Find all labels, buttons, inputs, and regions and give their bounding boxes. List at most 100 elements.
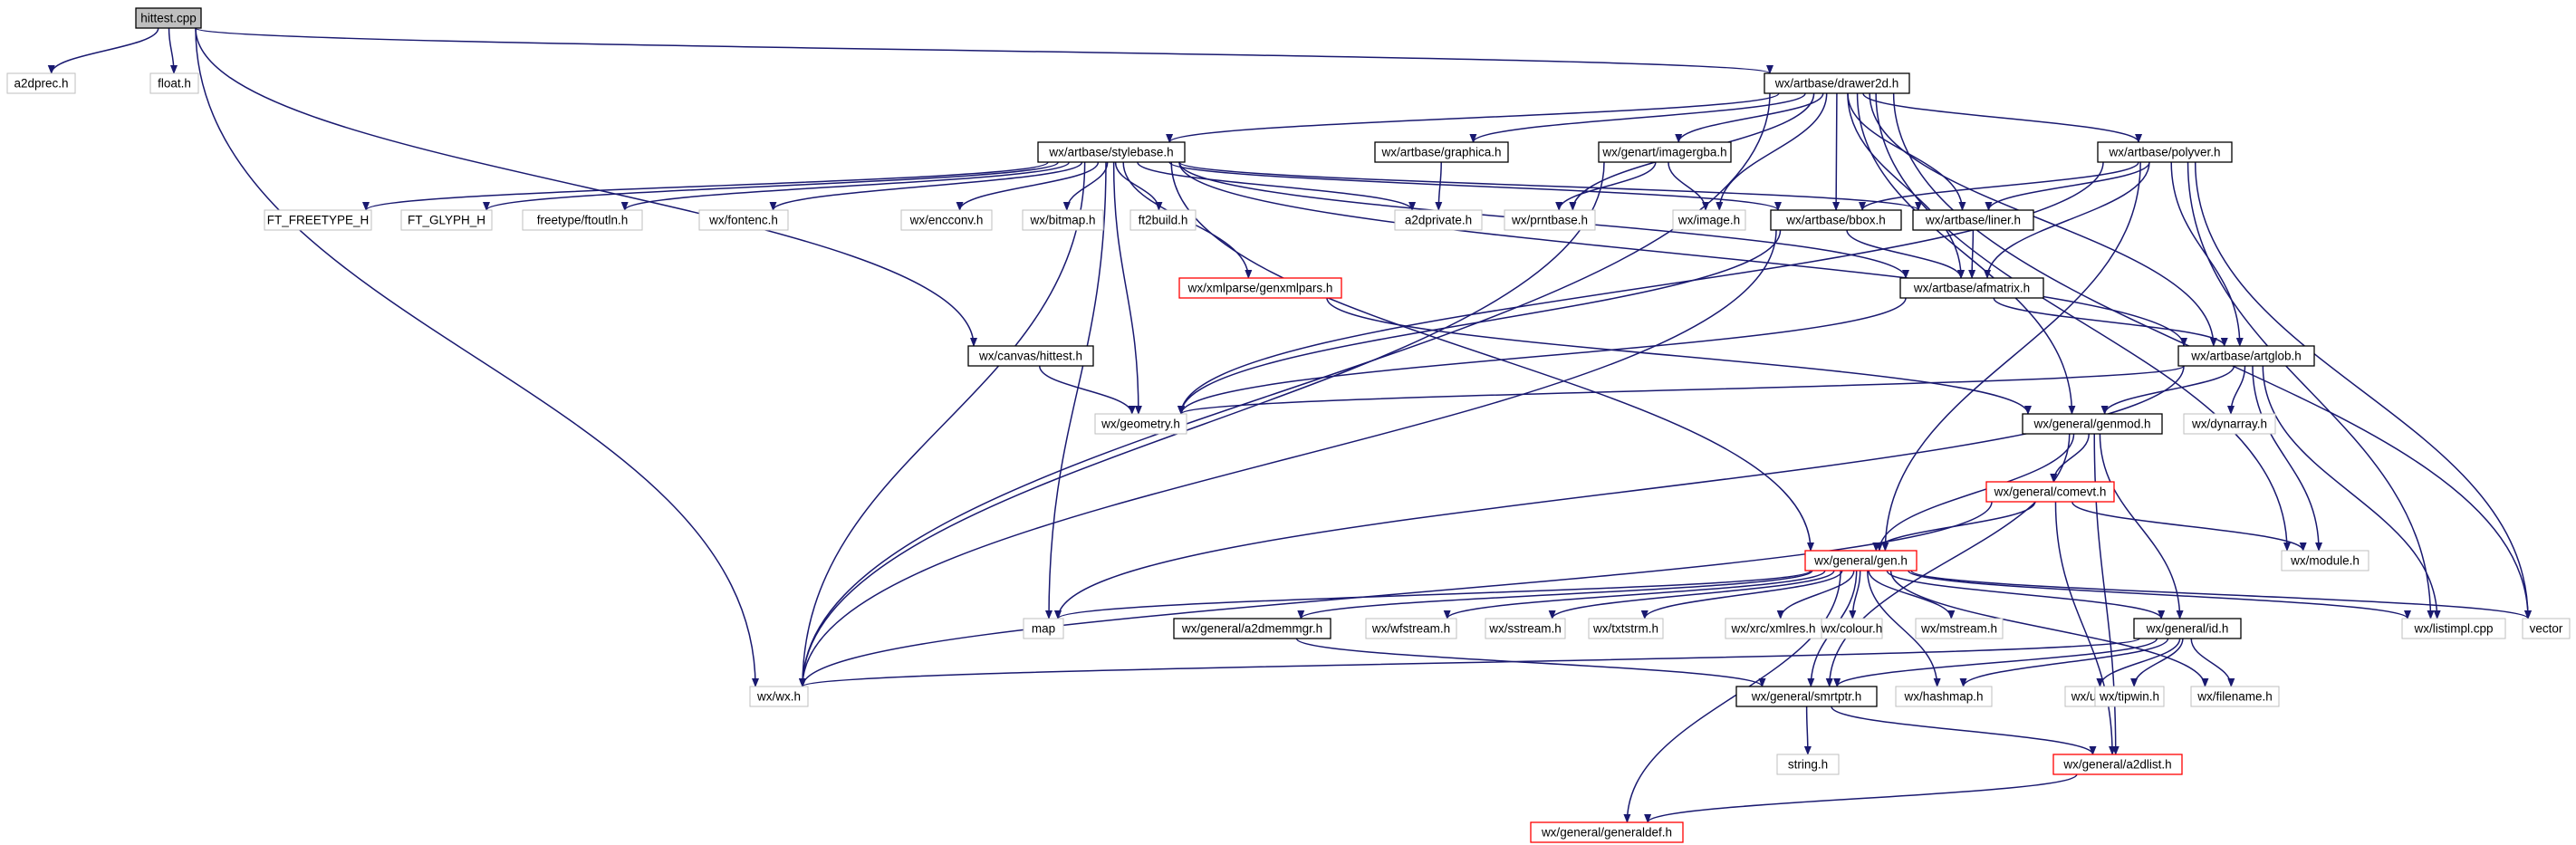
node-bbox-h[interactable]: wx/artbase/bbox.h bbox=[1770, 209, 1902, 231]
node-a2dmemmgr-h[interactable]: wx/general/a2dmemmgr.h bbox=[1173, 618, 1331, 639]
edge-hittest-cpp-to-wx-h bbox=[195, 27, 759, 687]
node-a2dlist-h[interactable]: wx/general/a2dlist.h bbox=[2052, 754, 2183, 775]
node-a2dprec-h[interactable]: a2dprec.h bbox=[6, 72, 76, 94]
node-module-h[interactable]: wx/module.h bbox=[2281, 550, 2369, 571]
edge-gen-h-to-wfstream-h bbox=[1443, 570, 1826, 619]
node-wx-h[interactable]: wx/wx.h bbox=[749, 686, 809, 707]
edge-drawer2d-h-to-bbox-h bbox=[1832, 92, 1841, 211]
node-box bbox=[1037, 141, 1186, 163]
node-label: wx/encconv.h bbox=[909, 214, 984, 227]
node-box bbox=[2133, 618, 2242, 639]
node-filename-h[interactable]: wx/filename.h bbox=[2190, 686, 2280, 707]
node-gen-h[interactable]: wx/general/gen.h bbox=[1804, 550, 1918, 571]
edge-bbox-h-to-afmatrix-h bbox=[1846, 229, 1965, 279]
edge-artglob-h-to-genmod-h bbox=[2100, 365, 2235, 415]
node-label: vector bbox=[2530, 622, 2563, 636]
node-string-h[interactable]: string.h bbox=[1776, 754, 1840, 775]
edge-stylebase-h-to-a2dprivate-h bbox=[1137, 161, 1417, 211]
node-listimpl-cpp[interactable]: wx/listimpl.cpp bbox=[2401, 618, 2506, 639]
node-wfstream-h[interactable]: wx/wfstream.h bbox=[1365, 618, 1457, 639]
node-stylebase-h[interactable]: wx/artbase/stylebase.h bbox=[1037, 141, 1186, 163]
node-dynarray-h[interactable]: wx/dynarray.h bbox=[2183, 413, 2276, 435]
node-bitmap-h[interactable]: wx/bitmap.h bbox=[1022, 209, 1104, 231]
node-genmod-h[interactable]: wx/general/genmod.h bbox=[2022, 413, 2163, 435]
edge-id-h-to-hashmap-h bbox=[1959, 638, 2169, 687]
edge-drawer2d-h-to-module-h bbox=[1875, 92, 2291, 552]
edge-hittest-cpp-to-float-h bbox=[168, 27, 178, 74]
node-xmlres-h[interactable]: wx/xrc/xmlres.h bbox=[1725, 618, 1822, 639]
node-mstream-h[interactable]: wx/mstream.h bbox=[1915, 618, 2004, 639]
node-tipwin-h[interactable]: wx/tipwin.h bbox=[2094, 686, 2165, 707]
edge-afmatrix-h-to-geometry-h bbox=[1177, 297, 1907, 415]
node-box bbox=[2052, 754, 2183, 775]
node-ft-glyph-h[interactable]: FT_GLYPH_H bbox=[400, 209, 493, 231]
node-box bbox=[900, 209, 993, 231]
node-id-h[interactable]: wx/general/id.h bbox=[2133, 618, 2242, 639]
node-fontenc-h[interactable]: wx/fontenc.h bbox=[698, 209, 789, 231]
node-drawer2d-h[interactable]: wx/artbase/drawer2d.h bbox=[1764, 72, 1910, 94]
node-label: wx/bitmap.h bbox=[1029, 214, 1095, 227]
node-box bbox=[1764, 72, 1910, 94]
edge-id-h-to-uri-h bbox=[2096, 638, 2181, 687]
node-hittest-cpp[interactable]: hittest.cpp bbox=[135, 7, 202, 29]
node-encconv-h[interactable]: wx/encconv.h bbox=[900, 209, 993, 231]
edge-genmod-h-to-comevt-h bbox=[2050, 433, 2091, 483]
edge-polyver-h-to-bbox-h bbox=[1859, 161, 2139, 211]
node-label: wx/module.h bbox=[2290, 554, 2360, 568]
node-label: freetype/ftoutln.h bbox=[537, 214, 629, 227]
node-label: wx/general/gen.h bbox=[1813, 554, 1908, 568]
edge-stylebase-h-to-ft2build-h bbox=[1114, 161, 1163, 211]
nodes: hittest.cpp a2dprec.h float.h wx/artbase/dr… bbox=[6, 7, 2571, 843]
node-genxmlpars-h[interactable]: wx/xmlparse/genxmlpars.h bbox=[1178, 277, 1342, 299]
node-polyver-h[interactable]: wx/artbase/polyver.h bbox=[2097, 141, 2233, 163]
edge-stylebase-h-to-bbox-h bbox=[1168, 161, 1782, 211]
node-label: wx/artbase/bbox.h bbox=[1785, 214, 1886, 227]
edge-graphica-h-to-a2dprivate-h bbox=[1435, 161, 1443, 211]
node-hashmap-h[interactable]: wx/hashmap.h bbox=[1895, 686, 1993, 707]
node-box bbox=[1365, 618, 1457, 639]
edge-drawer2d-h-to-polyver-h bbox=[1862, 92, 2142, 143]
node-label: wx/artbase/graphica.h bbox=[1380, 146, 1501, 159]
node-box bbox=[1394, 209, 1483, 231]
node-smrtptr-h[interactable]: wx/general/smrtptr.h bbox=[1735, 686, 1878, 707]
node-box bbox=[1899, 277, 2044, 299]
edge-stylebase-h-to-encconv-h bbox=[956, 161, 1100, 211]
node-map[interactable]: map bbox=[1023, 618, 1064, 639]
node-canvas-hittest-h[interactable]: wx/canvas/hittest.h bbox=[967, 345, 1094, 367]
node-ft-freetype-h[interactable]: FT_FREETYPE_H bbox=[264, 209, 372, 231]
edge-gen-h-to-colour-h bbox=[1849, 570, 1861, 619]
edge-genmod-h-to-id-h bbox=[2099, 433, 2184, 619]
node-afmatrix-h[interactable]: wx/artbase/afmatrix.h bbox=[1899, 277, 2044, 299]
node-ft2build-h[interactable]: ft2build.h bbox=[1129, 209, 1197, 231]
node-box bbox=[1735, 686, 1878, 707]
node-label: wx/xmlparse/genxmlpars.h bbox=[1187, 282, 1333, 295]
node-image-h[interactable]: wx/image.h bbox=[1672, 209, 1746, 231]
node-float-h[interactable]: float.h bbox=[149, 72, 199, 94]
node-label: wx/artbase/afmatrix.h bbox=[1913, 282, 2030, 295]
node-prntbase-h[interactable]: wx/prntbase.h bbox=[1504, 209, 1596, 231]
node-graphica-h[interactable]: wx/artbase/graphica.h bbox=[1374, 141, 1509, 163]
node-colour-h[interactable]: wx/colour.h bbox=[1821, 618, 1883, 639]
node-txtstrm-h[interactable]: wx/txtstrm.h bbox=[1588, 618, 1664, 639]
node-generaldef-h[interactable]: wx/general/generaldef.h bbox=[1530, 821, 1684, 843]
node-a2dprivate-h[interactable]: a2dprivate.h bbox=[1394, 209, 1483, 231]
edge-drawer2d-h-to-image-h bbox=[1716, 92, 1828, 211]
node-geometry-h[interactable]: wx/geometry.h bbox=[1094, 413, 1187, 435]
node-box bbox=[1776, 754, 1840, 775]
node-label: wx/dynarray.h bbox=[2191, 418, 2267, 431]
node-imagergba-h[interactable]: wx/genart/imagergba.h bbox=[1598, 141, 1732, 163]
node-label: wx/genart/imagergba.h bbox=[1601, 146, 1726, 159]
node-liner-h[interactable]: wx/artbase/liner.h bbox=[1912, 209, 2034, 231]
node-comevt-h[interactable]: wx/general/comevt.h bbox=[1985, 481, 2115, 503]
node-box bbox=[1804, 550, 1918, 571]
edge-polyver-h-to-liner-h bbox=[1985, 161, 2150, 211]
node-label: wx/fontenc.h bbox=[708, 214, 778, 227]
node-label: wx/colour.h bbox=[1821, 622, 1883, 636]
node-label: wx/sstream.h bbox=[1488, 622, 1562, 636]
node-ftoutln-h[interactable]: freetype/ftoutln.h bbox=[522, 209, 643, 231]
node-artglob-h[interactable]: wx/artbase/artglob.h bbox=[2177, 345, 2315, 367]
node-box bbox=[2401, 618, 2506, 639]
node-vector[interactable]: vector bbox=[2522, 618, 2571, 639]
node-box bbox=[1588, 618, 1664, 639]
node-sstream-h[interactable]: wx/sstream.h bbox=[1485, 618, 1566, 639]
